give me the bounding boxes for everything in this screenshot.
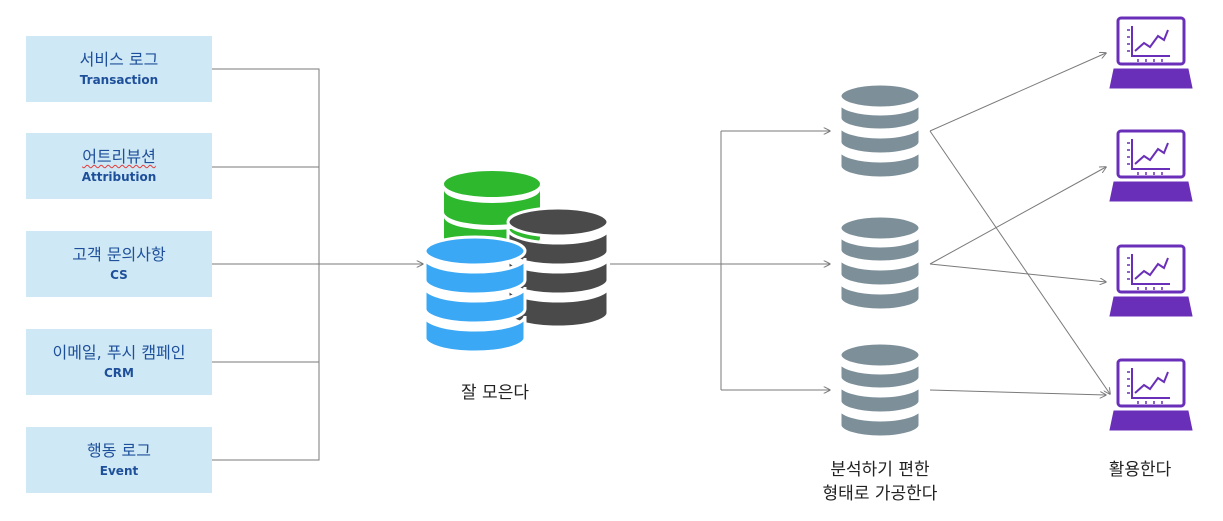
source-label-ko: 어트리뷰션 [82,147,156,166]
source-box-crm: 이메일, 푸시 캠페인 CRM [26,329,212,395]
source-box-cs: 고객 문의사항 CS [26,231,212,297]
source-label-ko: 행동 로그 [87,441,151,460]
laptop-chart-icon [1109,129,1193,202]
caption-collect: 잘 모은다 [461,383,529,403]
output-connectors [929,53,1110,395]
source-label-ko: 고객 문의사항 [72,245,166,264]
source-label-en: CS [110,268,128,282]
source-box-event: 행동 로그 Event [26,427,212,493]
database-icon [838,341,922,439]
arrow-to-laptop-4b [929,389,1106,395]
arrow-to-laptop-3 [929,263,1106,282]
caption-use: 활용한다 [1108,460,1172,480]
caption-process-line2: 형태로 가공한다 [822,484,938,504]
laptop-chart-icon [1109,358,1193,431]
arrow-to-laptop-4 [929,130,1110,394]
arrow-to-laptop-2 [929,167,1106,265]
database-icon [838,214,922,312]
source-label-ko: 서비스 로그 [79,50,159,69]
source-label-en: Event [99,464,139,478]
arrow-to-laptop-1 [929,53,1106,132]
source-label-en: Transaction [79,73,159,87]
laptop-chart-icon [1109,244,1193,317]
source-label-ko: 이메일, 푸시 캠페인 [52,343,186,362]
source-connectors [212,68,423,461]
caption-process: 분석하기 편한 형태로 가공한다 [790,458,970,506]
source-label-en: CRM [104,366,134,380]
database-stack-icon [423,171,610,354]
source-box-attribution: 어트리뷰션 Attribution [26,133,212,199]
source-label-en: Attribution [81,170,157,184]
process-connectors [610,131,830,390]
caption-process-line1: 분석하기 편한 [830,460,930,480]
database-icon [838,82,922,180]
laptop-chart-icon [1109,16,1193,89]
source-box-transaction: 서비스 로그 Transaction [26,36,212,102]
